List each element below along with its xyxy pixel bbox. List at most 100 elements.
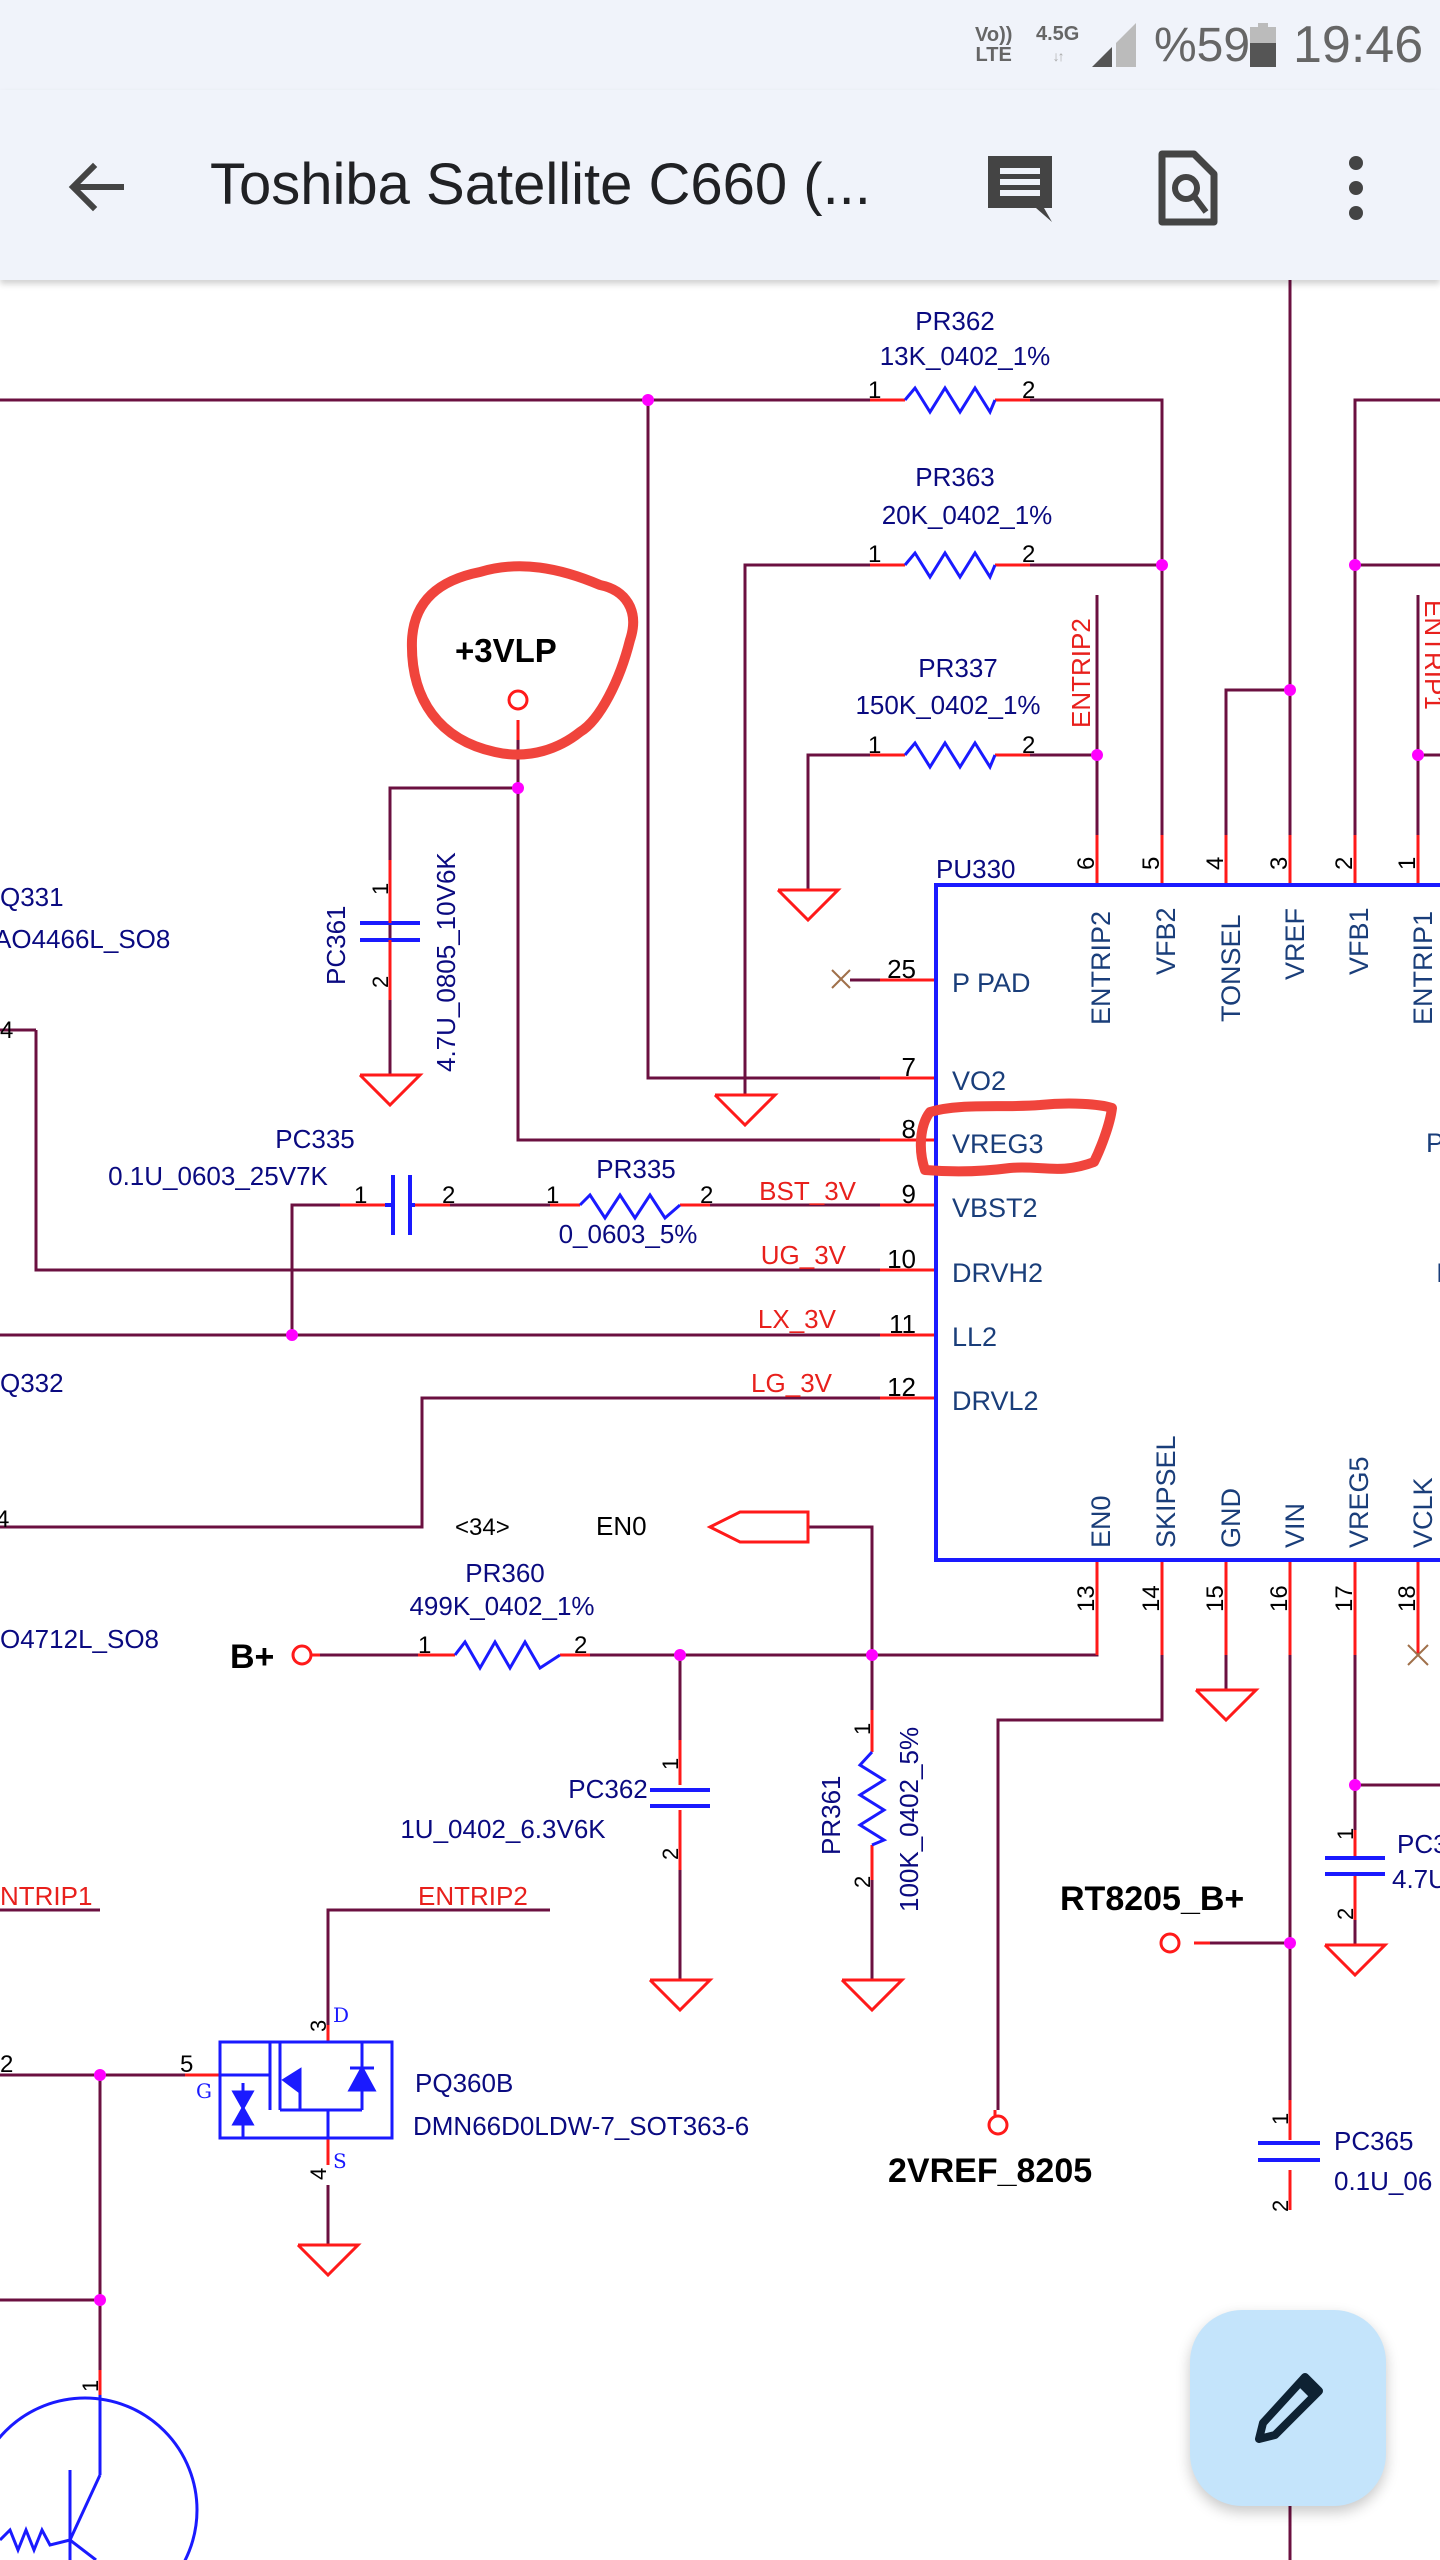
- net-label-bst-3v: BST_3V: [759, 1176, 856, 1206]
- resistor-pr363: [903, 550, 997, 581]
- resistor-symbols: [453, 385, 997, 1847]
- value-pc362: 1U_0402_6.3V6K: [400, 1814, 606, 1844]
- capacitor-pc365: [1258, 2141, 1320, 2162]
- value-pc365: 0.1U_06: [1334, 2166, 1432, 2196]
- annotation-circle-3vlp: [406, 561, 639, 760]
- pin-num: 18: [1394, 1585, 1421, 1612]
- ref-pc365: PC365: [1334, 2126, 1414, 2156]
- ground-icon: [776, 888, 840, 922]
- pin-name-entrip2: ENTRIP2: [1086, 911, 1116, 1025]
- ground-icon: [713, 1093, 777, 1127]
- port-rt8205-bplus: [1159, 1932, 1181, 1954]
- pin-num: 1: [1268, 2113, 1293, 2125]
- mosfet-pin-letters: D G S: [196, 2003, 349, 2173]
- label-3vlp: +3VLP: [455, 632, 557, 669]
- pin-num: 1: [658, 1758, 683, 1770]
- value-pc361: 4.7U_0805_10V6K: [431, 852, 461, 1072]
- ic-pu330-body: [934, 883, 1440, 1562]
- pin-name-gnd: GND: [1216, 1488, 1246, 1548]
- ic-left-pin-numbers: 25 7 8 9 10 11 12: [887, 954, 916, 1402]
- pdf-page-view[interactable]: PU330 P PAD VO2 VREG3 VBST2 DRVH2 LL2 DR…: [0, 280, 1440, 2560]
- value-pc3xx: 4.7U: [1392, 1864, 1440, 1894]
- component-labels-rotated: PC361 4.7U_0805_10V6K PR361 100K_0402_5%: [321, 852, 924, 1912]
- pin-num: 15: [1202, 1585, 1229, 1612]
- pin-name-drvl2: DRVL2: [952, 1386, 1039, 1416]
- battery-percent: %59: [1154, 18, 1251, 72]
- network-type-label: 4.5G: [1036, 23, 1080, 45]
- pin-name-partial: P: [1426, 1128, 1440, 1158]
- value-pq360b: DMN66D0LDW-7_SOT363-6: [413, 2111, 749, 2141]
- no-connect-marker: [831, 969, 1429, 1666]
- ref-pq332: Q332: [0, 1368, 64, 1398]
- pin-num: 1: [1333, 1828, 1358, 1840]
- pin-num: 2: [1333, 1908, 1358, 1920]
- pin-num: 1: [546, 1182, 559, 1209]
- status-bar: Vo)) LTE 4.5G ↓↑ %59 19:46: [0, 0, 1440, 90]
- pin-letter-g: G: [196, 2079, 212, 2103]
- pin-num: 4: [306, 2168, 331, 2180]
- pin-num: 2: [850, 1876, 875, 1888]
- label-bplus: B+: [230, 1638, 274, 1676]
- ic-bottom-pin-numbers: 13 14 15 16 17 18: [1073, 1585, 1421, 1612]
- capacitor-pc361: [360, 890, 420, 965]
- data-activity-arrows: ↓↑: [1052, 48, 1065, 64]
- label-rt8205-bplus: RT8205_B+: [1060, 1880, 1244, 1918]
- net-label-lx-3v: LX_3V: [758, 1304, 837, 1334]
- pin-num: 3: [1266, 857, 1293, 870]
- network-4.5g-icon: 4.5G ↓↑: [1036, 0, 1079, 90]
- pin-num: 2: [1331, 857, 1358, 870]
- ref-pr362: PR362: [915, 306, 995, 336]
- ref-pc362: PC362: [568, 1774, 648, 1804]
- value-pr337: 150K_0402_1%: [855, 690, 1040, 720]
- value-pc335: 0.1U_0603_25V7K: [108, 1161, 328, 1191]
- volte-label: Vo)): [975, 24, 1013, 46]
- pin-num: 2: [442, 1182, 455, 1209]
- pin-num: 3: [306, 2020, 331, 2032]
- pin-num: 2: [658, 1848, 683, 1860]
- value-pq331: AO4466L_SO8: [0, 924, 170, 954]
- power-port-labels: +3VLP B+ RT8205_B+ 2VREF_8205: [230, 632, 1244, 2190]
- capacitor-pc362: [650, 1788, 710, 1808]
- pin-num: 4: [0, 1017, 13, 1044]
- ref-pr335: PR335: [596, 1154, 676, 1184]
- comments-button[interactable]: [980, 148, 1060, 228]
- passive-pin-numbers: 1 2 1 2 1 2 1 2 1 2 1 2 4 4 2 5: [0, 377, 1035, 2078]
- ground-icon: [1323, 1943, 1387, 1977]
- find-in-page-button[interactable]: [1148, 148, 1228, 228]
- net-entrip1-top: ENTRIP1: [1419, 600, 1440, 710]
- ground-icon: [840, 1978, 904, 2012]
- edit-button[interactable]: [1190, 2310, 1386, 2506]
- resistor-pr361: [857, 1750, 888, 1847]
- pin-num: 2: [368, 976, 393, 988]
- ref-pq360b: PQ360B: [415, 2068, 513, 2098]
- pin-stubs: [98, 398, 1420, 2395]
- pin-num: 1: [868, 377, 881, 404]
- find-in-page-icon: [1158, 150, 1218, 226]
- back-button[interactable]: [60, 152, 130, 222]
- component-labels-left: Q331 AO4466L_SO8 Q332 O4712L_SO8 PQ360B …: [0, 882, 1440, 2196]
- port-2vref-8205: [987, 2114, 1009, 2136]
- pin-num: 8: [902, 1114, 916, 1144]
- ref-pr361: PR361: [816, 1776, 846, 1856]
- ref-pr363: PR363: [915, 462, 995, 492]
- pin-num: 12: [887, 1372, 916, 1402]
- page-ref: <34>: [455, 1514, 510, 1541]
- net-en0: EN0: [596, 1511, 647, 1541]
- pin-name-vreg5: VREG5: [1344, 1456, 1374, 1548]
- port-3vlp: [507, 689, 529, 711]
- ic-top-pin-numbers: 6 5 4 3 2 1: [1073, 857, 1421, 870]
- pin-num: 13: [1073, 1585, 1100, 1612]
- pin-name-skipsel: SKIPSEL: [1151, 1435, 1181, 1548]
- ground-icon: [358, 1073, 422, 1107]
- value-pr335: 0_0603_5%: [559, 1219, 698, 1249]
- pin-num: 11: [889, 1309, 916, 1339]
- more-options-button[interactable]: [1316, 148, 1396, 228]
- power-port-markers: [291, 689, 1181, 2136]
- bjt-transistor: [0, 2395, 199, 2560]
- pin-num: 2: [1022, 541, 1035, 568]
- arrow-back-icon: [68, 162, 124, 212]
- ic-ref: PU330: [936, 854, 1016, 884]
- pin-num: 2: [1268, 2200, 1293, 2212]
- pin-num: 1: [1394, 857, 1421, 870]
- pin-num: 14: [1138, 1585, 1165, 1612]
